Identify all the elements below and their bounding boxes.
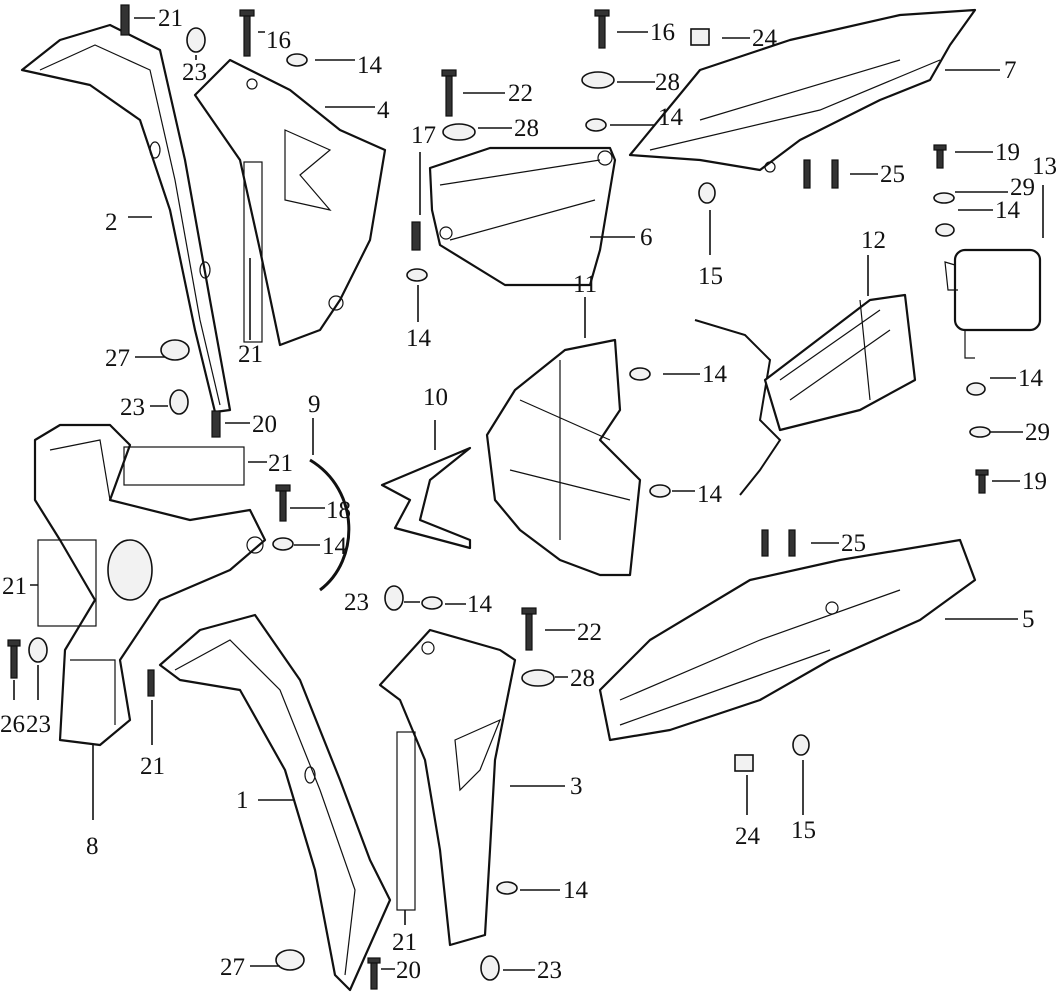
callout-label: 26 <box>0 711 25 738</box>
callout-label: 11 <box>573 271 597 298</box>
callout-label: 22 <box>577 619 602 646</box>
callout-label: 23 <box>182 59 207 86</box>
callout-label: 25 <box>880 161 905 188</box>
callout-label: 13 <box>1032 153 1057 180</box>
callout-label: 14 <box>702 361 728 388</box>
callout-label: 12 <box>861 227 886 254</box>
callout-label: 8 <box>86 833 99 860</box>
callout-label: 19 <box>995 139 1020 166</box>
callout-label: 14 <box>658 104 684 131</box>
callout-label: 17 <box>411 122 436 149</box>
callout-label: 1 <box>236 787 249 814</box>
part-9-rod <box>309 458 351 592</box>
callout-label: 20 <box>396 957 421 984</box>
callout-label: 28 <box>655 69 680 96</box>
callout-label: 25 <box>841 530 866 557</box>
callout-label: 14 <box>563 877 589 904</box>
callout-label: 21 <box>268 450 293 477</box>
callout-label: 14 <box>467 591 493 618</box>
callout-label: 16 <box>266 27 291 54</box>
callout-label: 15 <box>698 263 723 290</box>
callout-label: 6 <box>640 224 653 251</box>
callout-label: 23 <box>26 711 51 738</box>
callout-label: 20 <box>252 411 277 438</box>
callout-label: 7 <box>1004 57 1017 84</box>
callout-label: 21 <box>158 5 183 32</box>
callout-label: 21 <box>238 341 263 368</box>
callout-label: 9 <box>308 391 321 418</box>
callout-label: 14 <box>995 197 1021 224</box>
callout-label: 16 <box>650 19 675 46</box>
part-8-panel <box>33 423 267 747</box>
callout-label: 3 <box>570 773 583 800</box>
hardware <box>7 4 991 990</box>
callout-label: 14 <box>357 52 383 79</box>
callout-label: 21 <box>140 753 165 780</box>
callout-label: 14 <box>406 325 432 352</box>
callout-label: 28 <box>570 665 595 692</box>
part-3-panel <box>378 628 517 947</box>
callout-label: 23 <box>344 589 369 616</box>
callout-label: 15 <box>791 817 816 844</box>
callout-label: 23 <box>537 957 562 984</box>
part-5-panel <box>598 538 977 742</box>
part-6-panel <box>428 146 617 287</box>
callout-label: 29 <box>1010 174 1035 201</box>
callout-label: 18 <box>326 497 351 524</box>
part-7-panel <box>628 8 977 173</box>
part-10-bracket <box>380 446 472 550</box>
part-13-pad <box>944 248 1042 359</box>
callout-label: 5 <box>1022 606 1035 633</box>
callout-label: 27 <box>105 345 130 372</box>
callout-label: 10 <box>423 384 448 411</box>
part-4-panel <box>193 58 387 347</box>
callout-label: 14 <box>1018 365 1044 392</box>
leader-lines <box>13 17 1044 971</box>
part-1-panel <box>158 613 392 992</box>
part-12-rack <box>694 293 917 496</box>
callout-label: 24 <box>752 25 778 52</box>
part-11-cover <box>485 338 642 577</box>
callout-label: 21 <box>2 573 27 600</box>
callout-label: 19 <box>1022 468 1047 495</box>
callouts: 21 23 16 14 4 2 27 23 20 21 21 9 18 14 2… <box>0 5 1057 984</box>
callout-label: 14 <box>322 533 348 560</box>
callout-label: 22 <box>508 80 533 107</box>
callout-label: 4 <box>377 97 390 124</box>
callout-label: 29 <box>1025 419 1050 446</box>
callout-label: 14 <box>697 481 723 508</box>
callout-label: 23 <box>120 394 145 421</box>
callout-label: 24 <box>735 823 761 850</box>
part-2-panel <box>20 23 232 414</box>
callout-label: 2 <box>105 209 118 236</box>
callout-label: 28 <box>514 115 539 142</box>
callout-label: 21 <box>392 929 417 956</box>
callout-label: 27 <box>220 954 245 981</box>
